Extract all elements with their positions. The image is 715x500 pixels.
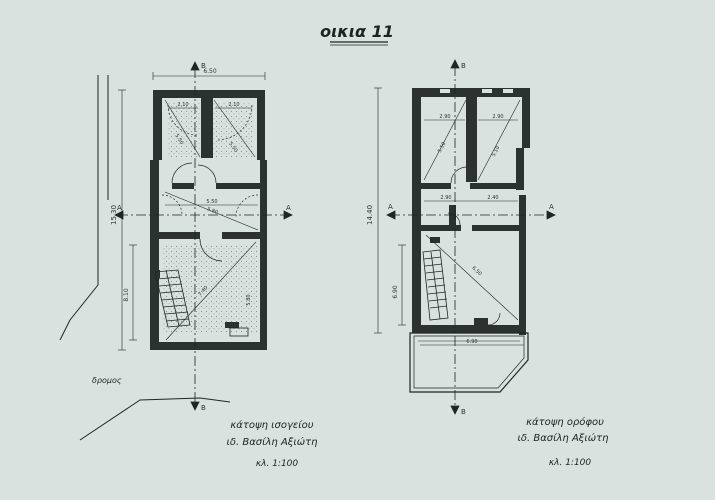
upper-section-mark-b-bottom: B <box>461 408 466 416</box>
ground-floor-plan: B B A A 6.50 15.30 8.10 2.10 2.10 5.50 5… <box>110 61 318 469</box>
ground-caption-scale: κλ. 1:100 <box>256 459 299 469</box>
upper-floor-plan: B B A A 14.40 6.90 2.90 2.90 5.50 5.10 2… <box>366 59 609 468</box>
ground-stairs <box>154 269 191 328</box>
ground-caption-line2: ιδ. Βασίλη Αξιώτη <box>226 436 317 448</box>
upper-dim-mid-left: 2.90 <box>440 195 451 201</box>
dim-diag-tr: 5.50 <box>227 141 238 154</box>
room-diagonals <box>164 99 259 341</box>
dim-mid-width: 5.50 <box>206 199 217 205</box>
dim-width-top: 6.50 <box>203 68 217 75</box>
upper-section-mark-b-top: B <box>461 62 466 70</box>
upper-dim-balcony-width: 6.90 <box>466 339 477 345</box>
upper-balcony <box>409 332 529 393</box>
upper-dim-mid-right: 2.40 <box>487 195 498 201</box>
drawing-title: οικια 11 <box>320 22 394 46</box>
upper-dim-room-tl: 2.90 <box>439 114 450 120</box>
section-mark-b-top: B <box>201 62 206 70</box>
dim-lower-inner: 5.80 <box>246 294 252 305</box>
section-mark-b-bottom: B <box>201 404 206 412</box>
upper-room-diagonals <box>423 99 521 321</box>
title-text: οικια 11 <box>320 22 394 41</box>
ground-section-lines <box>114 61 293 411</box>
section-mark-a-left: A <box>117 204 122 212</box>
section-mark-a-right: A <box>286 204 291 212</box>
upper-dim-diag-tr: 5.10 <box>491 145 502 158</box>
upper-dim-room-tr: 2.90 <box>492 114 503 120</box>
ground-walls <box>150 90 267 350</box>
upper-stairs <box>422 249 449 321</box>
dim-room-tl: 2.10 <box>177 102 188 108</box>
door-swings <box>161 104 259 262</box>
upper-dimension-lines <box>374 87 524 346</box>
upper-walls <box>412 88 530 335</box>
upper-caption: κάτοψη ορόφου ιδ. Βασίλη Αξιώτη κλ. 1:10… <box>517 416 608 468</box>
upper-dim-height-total: 14.40 <box>366 205 374 225</box>
dim-diag-tl: 5.50 <box>173 133 184 146</box>
upper-dim-height-lower: 6.90 <box>392 285 399 299</box>
upper-dimension-labels: 14.40 6.90 2.90 2.90 5.50 5.10 2.90 2.40… <box>366 114 504 345</box>
upper-caption-scale: κλ. 1:100 <box>549 458 592 468</box>
floor-hatching <box>162 103 257 333</box>
upper-door-swings <box>447 166 501 326</box>
upper-dim-diag-big: 6.50 <box>471 265 483 277</box>
upper-section-mark-a-left: A <box>388 203 393 211</box>
dim-room-tr: 2.10 <box>228 102 239 108</box>
upper-caption-line2: ιδ. Βασίλη Αξιώτη <box>517 432 608 444</box>
upper-section-lines <box>386 59 556 415</box>
upper-section-mark-a-right: A <box>549 203 554 211</box>
upper-window-notches <box>440 89 513 93</box>
ground-caption: κάτοψη ισογείου ιδ. Βασίλη Αξιώτη κλ. 1:… <box>226 419 317 469</box>
street-label: δρομος <box>92 376 122 385</box>
dim-height-total: 15.30 <box>110 205 118 225</box>
ground-caption-line1: κάτοψη ισογείου <box>230 419 313 431</box>
ground-dimension-lines <box>118 72 266 351</box>
dim-diag-big: 7.40 <box>197 285 209 297</box>
dim-height-lower: 8.10 <box>123 288 130 302</box>
dim-mid-diag: 5.80 <box>206 206 219 216</box>
street-context: δρομος <box>59 75 231 441</box>
ground-dimension-labels: 6.50 15.30 8.10 2.10 2.10 5.50 5.50 5.50… <box>110 68 252 306</box>
upper-caption-line1: κάτοψη ορόφου <box>526 416 604 428</box>
upper-dim-diag-tl: 5.50 <box>437 141 448 154</box>
